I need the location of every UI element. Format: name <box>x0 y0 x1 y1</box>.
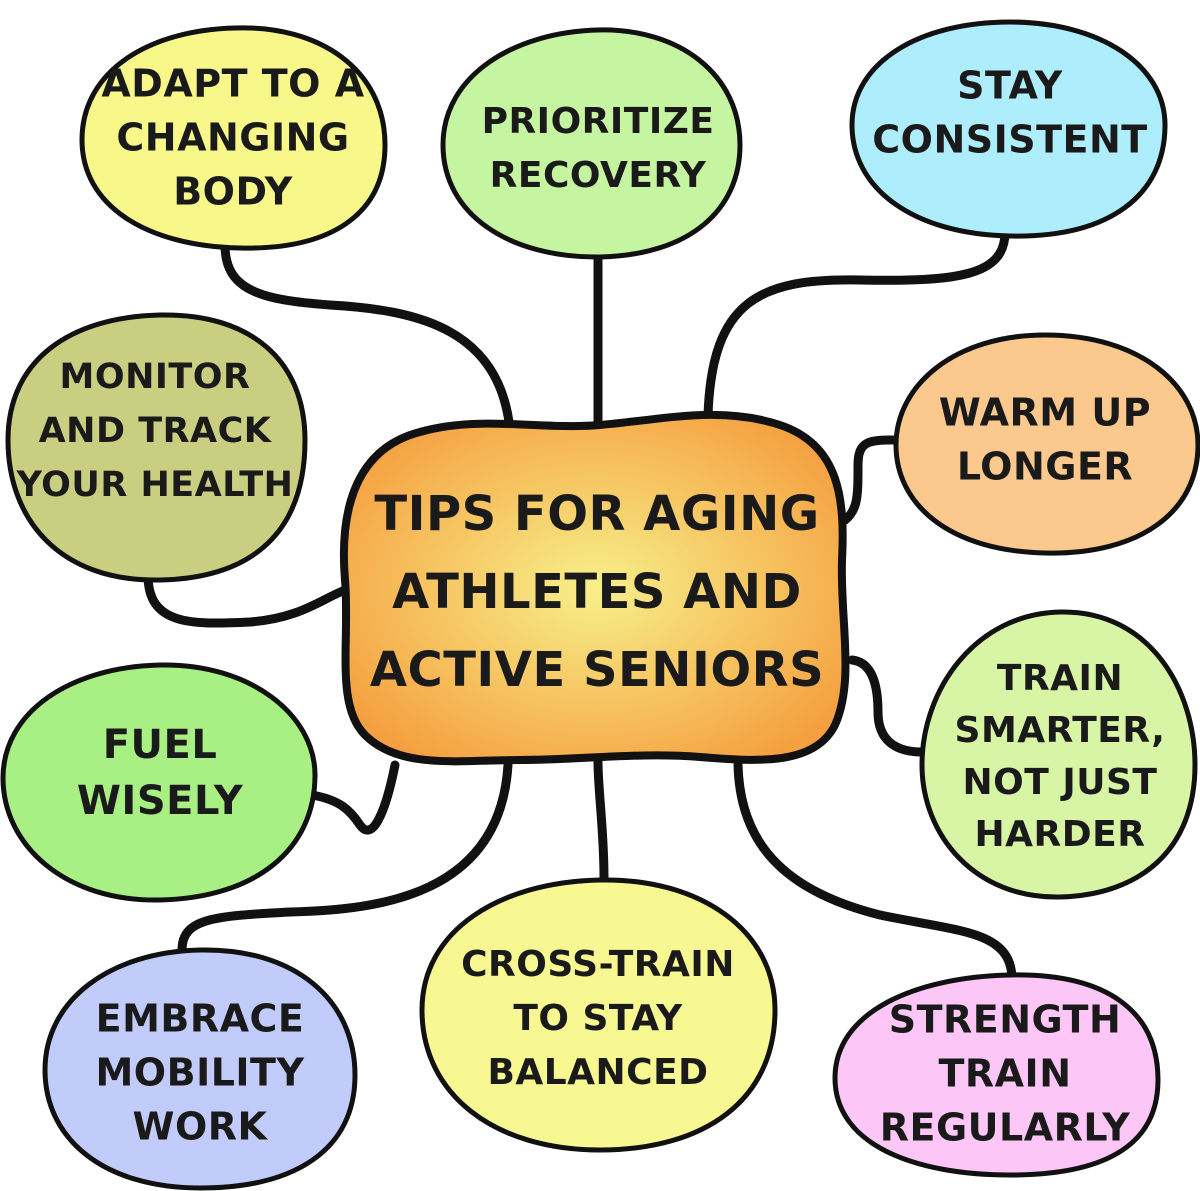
center-title-line-3: ACTIVE SENIORS <box>370 642 824 698</box>
node-consistent-line-2: CONSISTENT <box>872 118 1147 162</box>
node-warmup-line-1: WARM UP <box>939 391 1151 435</box>
node-adapt-line-1: ADAPT TO A <box>101 62 364 106</box>
node-warmup-line-2: LONGER <box>957 445 1133 489</box>
node-label-mobility: EMBRACE MOBILITY WORK <box>95 997 304 1149</box>
center-bubble <box>339 410 850 766</box>
node-strength-line-1: STRENGTH <box>889 998 1122 1042</box>
node-labels: ADAPT TO A CHANGING BODY PRIORITIZE RECOVERY… <box>16 62 1166 1150</box>
node-smarter-line-4: HARDER <box>975 814 1146 855</box>
connector-fuel <box>307 760 400 835</box>
node-label-prioritize: PRIORITIZE RECOVERY <box>482 101 715 196</box>
node-smarter-line-2: SMARTER, <box>955 710 1166 751</box>
node-label-crosstrain: CROSS-TRAIN TO STAY BALANCED <box>461 944 735 1093</box>
node-label-monitor: MONITOR AND TRACK YOUR HEALTH <box>16 357 294 505</box>
node-adapt-line-2: CHANGING <box>116 116 349 160</box>
node-strength-line-2: TRAIN <box>938 1052 1071 1096</box>
bubble-crosstrain <box>419 877 778 1153</box>
center-title: TIPS FOR AGING ATHLETES AND ACTIVE SENIORS <box>370 486 824 698</box>
node-label-warmup: WARM UP LONGER <box>939 391 1151 489</box>
connector-strength <box>733 760 1017 985</box>
connector-consistent <box>703 227 1010 420</box>
connector-crosstrain <box>593 757 609 883</box>
bubble-smarter <box>919 609 1198 900</box>
node-fuel-line-2: WISELY <box>77 778 244 824</box>
node-smarter-line-1: TRAIN <box>997 658 1123 699</box>
connector-smarter <box>847 655 927 757</box>
node-monitor-line-1: MONITOR <box>60 357 251 397</box>
node-monitor-line-2: AND TRACK <box>39 411 273 451</box>
node-fuel-line-1: FUEL <box>103 722 218 768</box>
connector-adapt <box>220 240 515 435</box>
connector-warmup <box>840 435 902 525</box>
center-title-line-1: TIPS FOR AGING <box>374 486 819 542</box>
node-adapt-line-3: BODY <box>173 170 293 214</box>
bubbles <box>0 19 1200 1191</box>
bubble-mobility <box>42 947 358 1191</box>
node-mobility-line-1: EMBRACE <box>96 997 305 1041</box>
node-prioritize-line-2: RECOVERY <box>490 155 707 196</box>
node-label-smarter: TRAIN SMARTER, NOT JUST HARDER <box>955 658 1166 855</box>
bubble-adapt <box>79 25 388 251</box>
node-strength-line-3: REGULARLY <box>880 1106 1130 1150</box>
connector-monitor <box>143 570 350 628</box>
node-crosstrain-line-2: TO STAY <box>513 998 683 1039</box>
node-prioritize-line-1: PRIORITIZE <box>482 101 715 142</box>
node-mobility-line-2: MOBILITY <box>95 1051 304 1095</box>
bubble-prioritize <box>440 27 743 260</box>
node-label-fuel: FUEL WISELY <box>77 722 244 824</box>
node-label-adapt: ADAPT TO A CHANGING BODY <box>101 62 364 214</box>
node-label-consistent: STAY CONSISTENT <box>872 64 1147 162</box>
center-title-line-2: ATHLETES AND <box>392 564 802 620</box>
node-label-strength: STRENGTH TRAIN REGULARLY <box>880 998 1130 1150</box>
bubble-strength <box>832 972 1161 1178</box>
node-crosstrain-line-1: CROSS-TRAIN <box>461 944 735 985</box>
node-monitor-line-3: YOUR HEALTH <box>16 465 294 505</box>
bubble-monitor <box>5 312 308 583</box>
node-consistent-line-1: STAY <box>957 64 1063 108</box>
bubble-consistent <box>849 19 1168 239</box>
bubble-fuel <box>0 662 318 903</box>
node-smarter-line-3: NOT JUST <box>963 762 1158 803</box>
connector-mobility <box>177 760 513 955</box>
node-mobility-line-3: WORK <box>133 1105 269 1149</box>
bubble-warmup <box>893 332 1200 556</box>
node-crosstrain-line-3: BALANCED <box>487 1052 708 1093</box>
connectors <box>143 227 1017 985</box>
